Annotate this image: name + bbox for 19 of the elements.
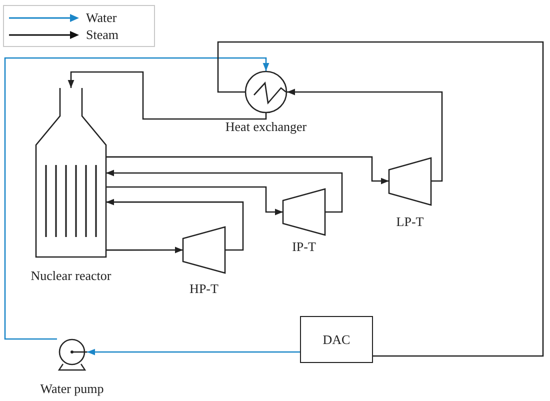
box-label: DAC [322, 332, 350, 348]
component-label: Nuclear reactor [30, 268, 112, 284]
legend-label: Water [86, 10, 117, 26]
legend-label: Steam [86, 26, 118, 42]
process-box [300, 316, 373, 363]
flow-arrow [106, 246, 183, 254]
flow-arrow [4, 57, 270, 340]
component-label: IP-T [292, 239, 316, 255]
flow-arrow [68, 71, 267, 120]
flow-arrow [106, 156, 389, 184]
component-label: Water pump [40, 381, 104, 397]
component-label: HP-T [190, 281, 218, 297]
flow-arrow [87, 348, 300, 356]
flow-arrow [106, 186, 283, 216]
component-label: Heat exchanger [225, 119, 307, 135]
flow-arrow [287, 88, 443, 182]
component-label: LP-T [396, 214, 424, 230]
flow-arrow [106, 198, 244, 251]
flow-arrow [106, 170, 343, 213]
